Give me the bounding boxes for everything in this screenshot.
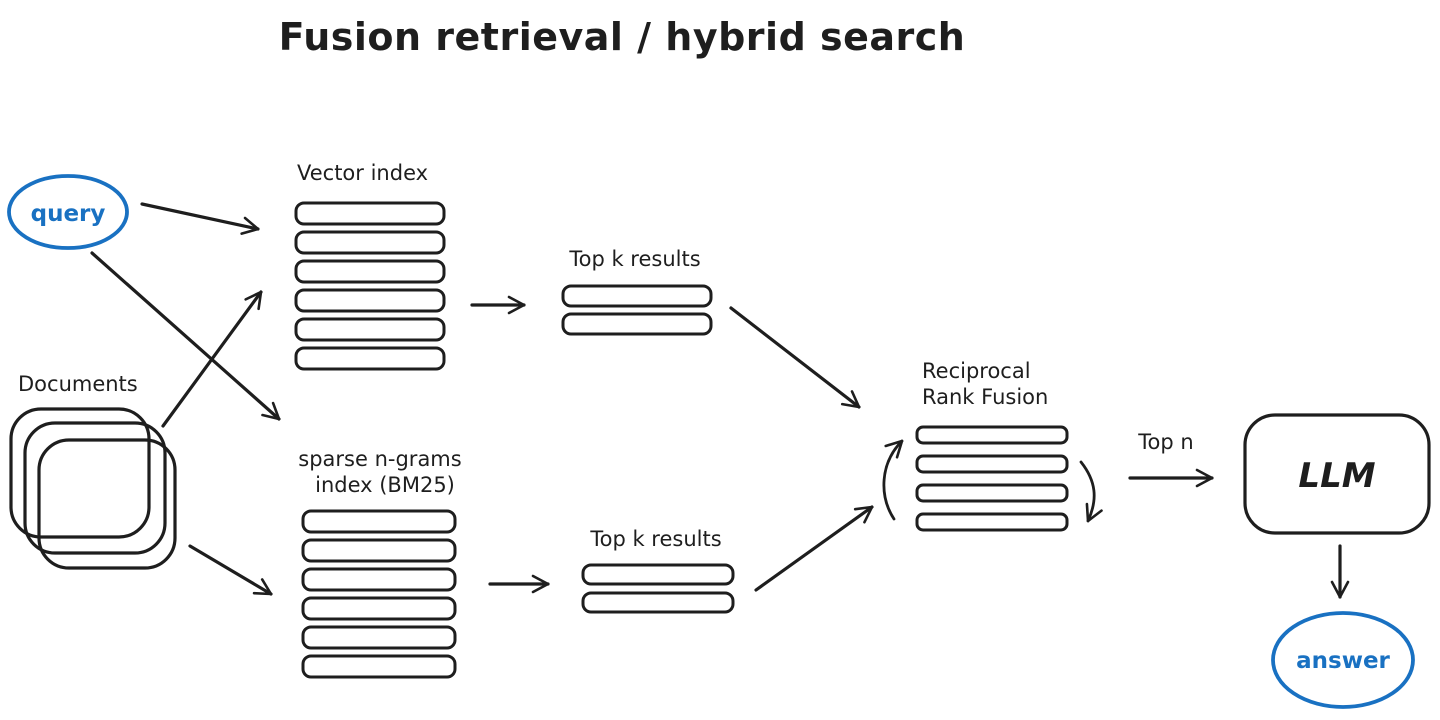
document-shape-middle — [23, 421, 167, 555]
query-node — [7, 174, 129, 250]
arrow-top-k-vector-to-rrf — [729, 306, 861, 409]
vector-index-row — [294, 259, 446, 284]
top-k-results-vector-row — [561, 284, 713, 308]
rrf-row — [915, 454, 1069, 474]
rrf-rows — [915, 425, 1069, 532]
top-k-results-sparse-row — [581, 591, 735, 614]
vector-index-row — [294, 288, 446, 313]
vector-index-row — [294, 317, 446, 342]
sparse-index-row — [301, 654, 457, 679]
rrf-row — [915, 512, 1069, 532]
vector-index-label: Vector index — [297, 161, 428, 185]
top-n-label: Top n — [1137, 430, 1193, 454]
vector-index-row — [294, 201, 446, 226]
answer-node — [1271, 611, 1415, 709]
documents-stack-icon — [9, 407, 177, 570]
vector-index-row — [294, 230, 446, 255]
arrow-documents-to-vector-index — [161, 290, 263, 428]
top-k-results-vector-row — [561, 312, 713, 336]
rrf-cycle-arrow-left — [882, 439, 904, 521]
documents-label: Documents — [18, 372, 138, 396]
sparse-index-row — [301, 567, 457, 592]
document-shape-front — [37, 438, 177, 570]
sparse-index-row — [301, 538, 457, 563]
top-k-results-vector-rows — [561, 284, 713, 336]
arrow-documents-to-sparse-index — [188, 544, 273, 596]
query-label: query — [31, 201, 106, 227]
sparse-index-row — [301, 596, 457, 621]
arrow-query-to-sparse-index — [90, 251, 281, 421]
sparse-index-label-line1: sparse n-grams — [298, 447, 461, 471]
rrf-row — [915, 483, 1069, 503]
sparse-index-row — [301, 625, 457, 650]
diagram-title: Fusion retrieval / hybrid search — [279, 15, 966, 59]
answer-label: answer — [1296, 648, 1390, 674]
top-k-results-vector-label: Top k results — [568, 247, 700, 271]
sparse-index-label-line2: index (BM25) — [315, 473, 455, 497]
top-k-results-sparse-row — [581, 563, 735, 586]
rrf-row — [915, 425, 1069, 445]
document-shape-back — [9, 407, 151, 539]
vector-index-row — [294, 346, 446, 371]
sparse-index-row — [301, 509, 457, 534]
arrow-rrf-top-k-sparse-to-rrf — [754, 505, 874, 592]
vector-index-rows — [294, 201, 446, 371]
rrf-label-line1: Reciprocal — [922, 359, 1031, 383]
sparse-index-rows — [301, 509, 457, 679]
llm-label: LLM — [1298, 456, 1375, 496]
rrf-cycle-arrow-right — [1079, 460, 1103, 523]
arrow-query-to-vector-index — [140, 202, 260, 235]
llm-node — [1243, 413, 1431, 535]
top-k-results-sparse-label: Top k results — [589, 527, 721, 551]
rrf-label-line2: Rank Fusion — [922, 385, 1048, 409]
top-k-results-sparse-rows — [581, 563, 735, 614]
